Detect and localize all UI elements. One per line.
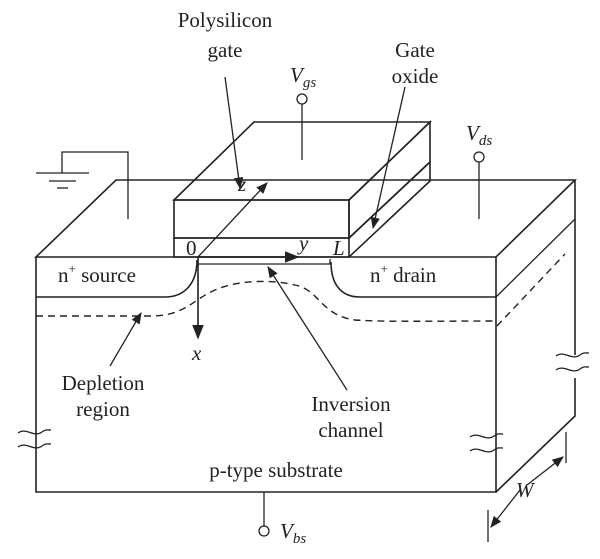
polysilicon-gate xyxy=(172,120,432,240)
inversion-leader-arrow xyxy=(267,266,348,391)
break-mark-front-right xyxy=(469,433,504,453)
vds-label: Vds xyxy=(466,121,492,149)
gate-side-face xyxy=(348,120,431,240)
substrate-label: p-type substrate xyxy=(209,458,343,482)
vds-terminal xyxy=(473,151,485,219)
polysilicon-leader-arrow xyxy=(224,76,244,190)
n-drain-label: n+ drain xyxy=(370,261,437,287)
substrate-front-face xyxy=(35,257,497,493)
break-mark-left xyxy=(17,429,52,449)
z-axis-arrow xyxy=(197,182,268,258)
vbs-label: Vbs xyxy=(280,519,306,547)
y-axis-label: y xyxy=(297,231,309,255)
length-label: L xyxy=(332,236,345,260)
gate-front-face xyxy=(173,199,350,239)
depletion-region-label-2: region xyxy=(76,397,130,421)
origin-label: 0 xyxy=(186,236,197,260)
vgs-label: Vgs xyxy=(290,63,316,91)
gate-oxide-leader-arrow xyxy=(370,86,406,230)
z-axis-label: z xyxy=(237,172,246,196)
depletion-region-boundary xyxy=(36,280,497,322)
break-mark-back-right xyxy=(555,352,590,378)
ground-icon xyxy=(36,151,129,219)
gate-oxide-label: Gate xyxy=(395,38,435,62)
depletion-region-label: Depletion xyxy=(62,371,145,395)
vgs-terminal xyxy=(296,93,308,160)
width-label: W xyxy=(516,478,536,502)
width-dimension xyxy=(487,432,567,542)
inversion-channel-label-2: channel xyxy=(318,418,383,442)
inversion-channel xyxy=(197,259,331,265)
inversion-channel-label: Inversion xyxy=(311,392,391,416)
polysilicon-gate-label-2: gate xyxy=(208,38,243,62)
depletion-side-line xyxy=(496,253,566,327)
depletion-leader-arrow xyxy=(109,311,142,367)
substrate-right-lower-edge xyxy=(495,378,576,493)
drain-side-line xyxy=(495,218,576,298)
substrate-block xyxy=(34,179,577,493)
n-source-region xyxy=(36,259,198,298)
x-axis-label: x xyxy=(191,341,202,365)
gate-oxide-label-2: oxide xyxy=(392,64,439,88)
n-source-label: n+ source xyxy=(58,261,136,287)
polysilicon-gate-label: Polysilicon xyxy=(178,8,273,32)
n-drain-region xyxy=(330,261,496,298)
vbs-terminal xyxy=(258,492,270,537)
